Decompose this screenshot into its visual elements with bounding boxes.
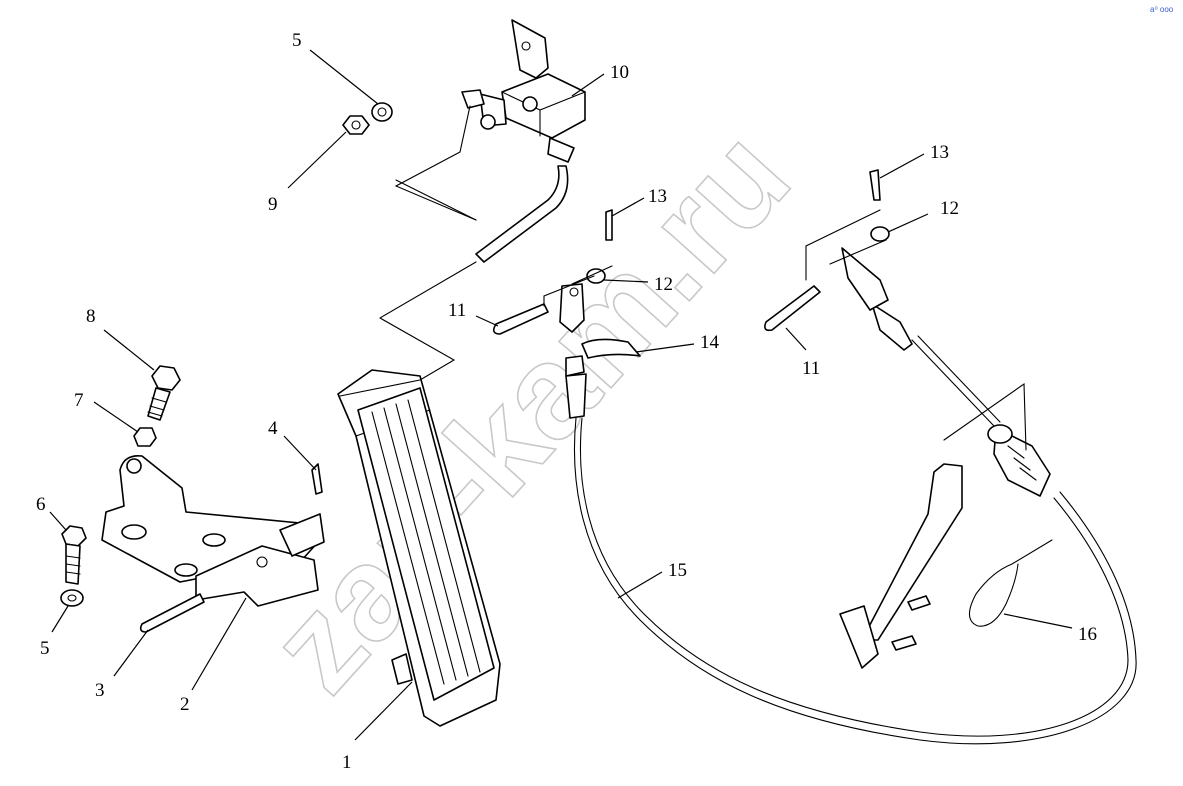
callout-16: 16	[1078, 624, 1097, 645]
callout-13-left: 13	[648, 186, 667, 207]
callout-13-right: 13	[930, 142, 949, 163]
pedal-pad	[337, 369, 501, 727]
callout-3: 3	[95, 680, 105, 701]
callout-labels: 1 2 3 4 5 5 6 7 8 9 10 11 11 12 12 13 13…	[36, 30, 1097, 773]
callout-15: 15	[668, 560, 687, 581]
pin-3	[139, 593, 205, 633]
callout-7: 7	[74, 390, 84, 411]
bolt-8	[147, 365, 181, 421]
callout-12-left: 12	[654, 274, 673, 295]
callout-8: 8	[86, 306, 96, 327]
linkage-left	[492, 209, 613, 335]
callout-5-lower: 5	[40, 638, 50, 659]
watermark: zap-kam.ru	[242, 102, 818, 718]
bolt-6	[61, 525, 87, 585]
linkage-right	[764, 169, 890, 332]
clip-14	[581, 338, 641, 359]
corner-mark: a⁰ ooo	[1150, 5, 1174, 14]
cotter-pin-4	[311, 463, 323, 495]
callout-9: 9	[268, 194, 278, 215]
callout-5-upper: 5	[292, 30, 302, 51]
callout-4: 4	[268, 418, 278, 439]
nut-7	[133, 427, 157, 447]
callout-11-right: 11	[802, 358, 820, 379]
callout-11-left: 11	[448, 300, 466, 321]
callout-14: 14	[700, 332, 720, 353]
pedal-position-switch-assembly	[394, 19, 586, 263]
tie-16	[968, 539, 1053, 627]
accelerator-cable	[565, 303, 1137, 745]
callout-1: 1	[342, 752, 352, 773]
callout-10: 10	[610, 62, 629, 83]
cable-support-bracket	[839, 382, 1027, 669]
callout-6: 6	[36, 494, 46, 515]
pedal-bracket	[101, 454, 325, 607]
callout-2: 2	[180, 694, 190, 715]
leader-lines	[49, 49, 1073, 741]
callout-12-right: 12	[940, 198, 959, 219]
washer-5-upper	[371, 102, 393, 122]
nut-9	[342, 115, 370, 135]
washer-5-lower	[60, 589, 84, 607]
